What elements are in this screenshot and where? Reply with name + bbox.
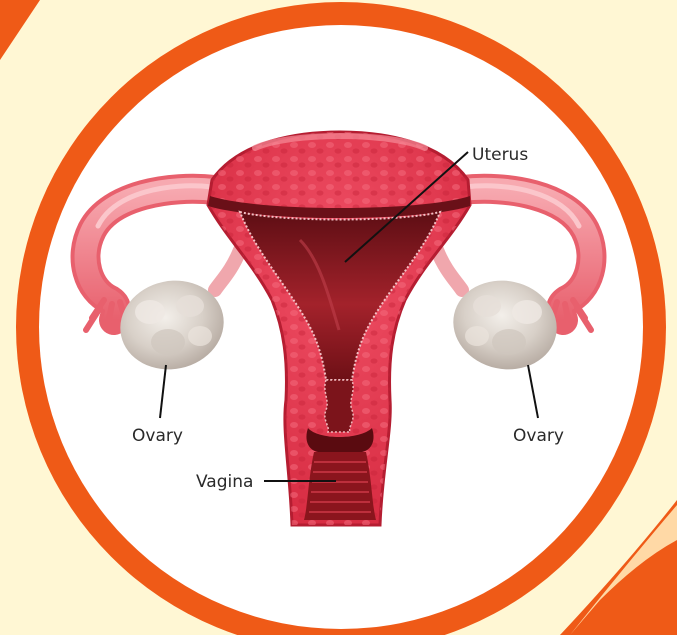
cervical-canal	[325, 380, 353, 432]
label-uterus: Uterus	[472, 145, 528, 165]
label-ovary-left: Ovary	[132, 426, 183, 446]
label-vagina: Vagina	[196, 472, 253, 492]
label-ovary-right: Ovary	[513, 426, 564, 446]
